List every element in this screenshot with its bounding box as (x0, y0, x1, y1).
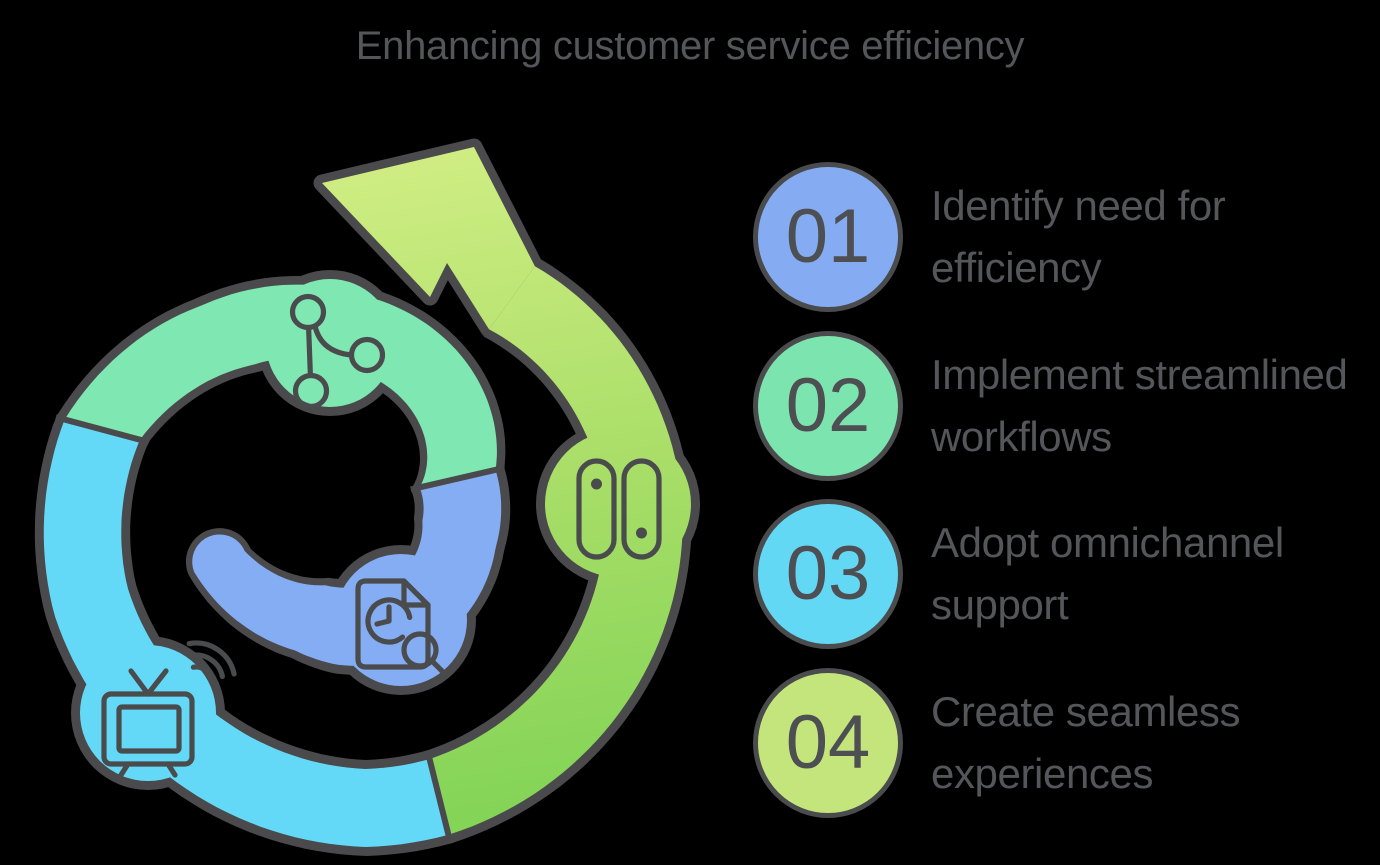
step-02-label: Implement streamlined workflows (931, 351, 1348, 460)
broadcast-tv-icon (101, 640, 237, 778)
step-row-03: 03 Adopt omnichannel support (753, 499, 1284, 649)
tv-bulge (80, 645, 216, 781)
step-row-04: 04 Create seamless experiences (753, 668, 1241, 818)
share-bulge (266, 279, 394, 407)
segment-divider (55, 414, 150, 445)
toggle-bulge (545, 431, 691, 577)
step-03-number: 03 (785, 531, 871, 616)
segment-divider (424, 749, 454, 845)
step-01-label: Identify need for efficiency (931, 182, 1226, 291)
page-title: Enhancing customer service efficiency (355, 24, 1025, 68)
toggle-switches-icon (576, 458, 662, 560)
spiral-cycle-diagram (34, 138, 700, 856)
step-row-02: 02 Implement streamlined workflows (753, 331, 1348, 481)
share-nodes-icon (289, 293, 386, 410)
step-03-badge: 03 (753, 499, 903, 649)
segment-divider (410, 464, 505, 493)
step-01-number: 01 (785, 194, 871, 279)
step-02-number: 02 (785, 363, 871, 448)
step-01-badge: 01 (753, 162, 903, 312)
step-04-label: Create seamless experiences (931, 688, 1241, 797)
step-04-badge: 04 (753, 668, 903, 818)
segment-lime (429, 266, 683, 835)
step-02-badge: 02 (753, 331, 903, 481)
step-03-label: Adopt omnichannel support (931, 519, 1284, 628)
document-time-search-icon (355, 578, 447, 676)
arrow-head (322, 147, 535, 330)
step-row-01: 01 Identify need for efficiency (753, 162, 1226, 312)
step-04-number: 04 (785, 700, 871, 785)
